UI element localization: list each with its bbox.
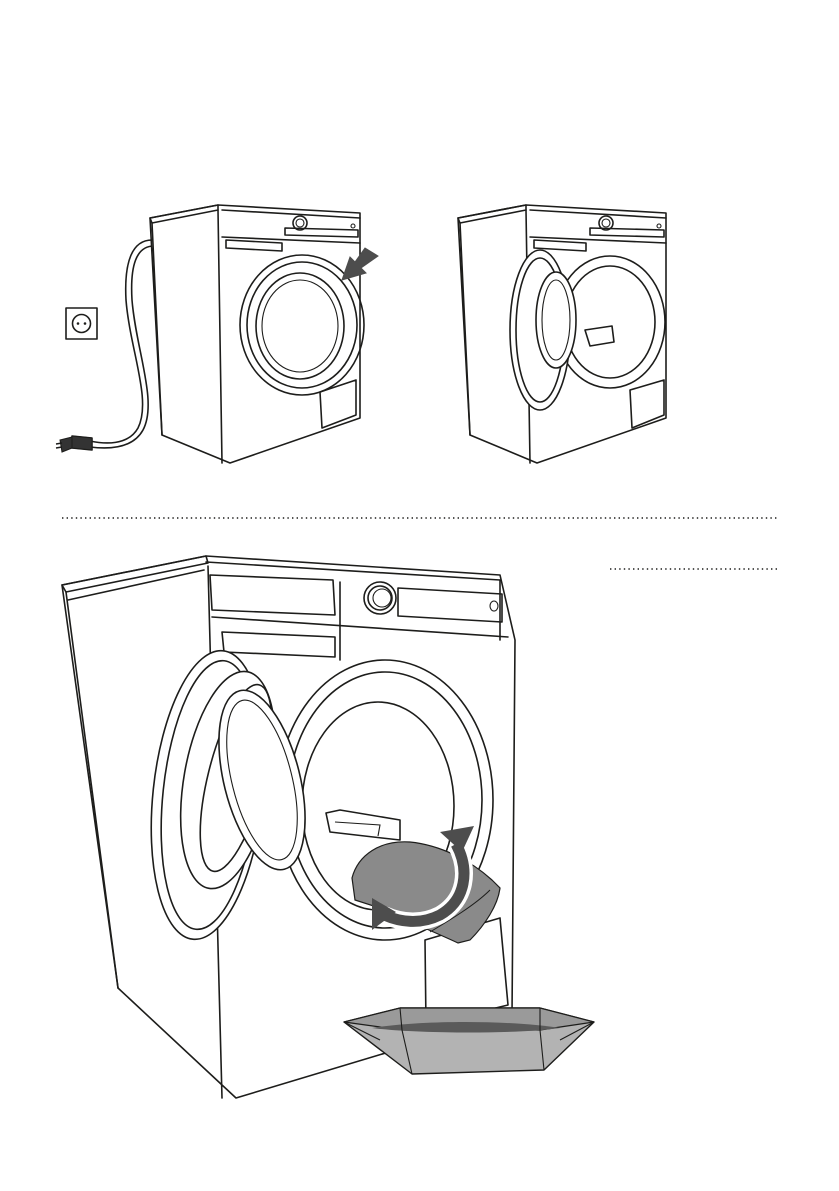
figure-drain-filter-removal [62, 556, 594, 1098]
power-cable [90, 240, 152, 443]
drain-tray [344, 1008, 594, 1074]
figure-door-open-washer [458, 205, 666, 463]
figure-unplugged-washer [56, 205, 378, 463]
wall-socket-icon [66, 308, 97, 339]
power-plug-icon [56, 436, 92, 452]
